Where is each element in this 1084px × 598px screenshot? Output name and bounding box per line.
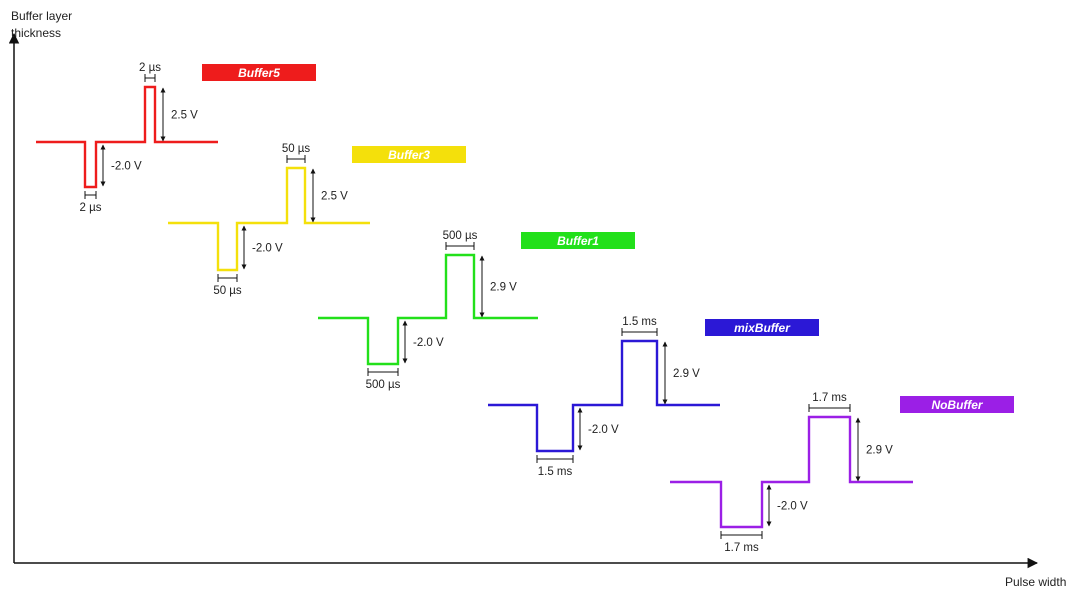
tag-label: Buffer1 [557,234,599,248]
pos-voltage-label: 2.9 V [673,368,700,380]
y-axis-label-line2: thickness [11,26,61,40]
tag-badge [202,64,316,81]
tag-badge [705,319,819,336]
neg-width-label: 50 µs [213,285,242,297]
neg-width-label: 1.5 ms [538,466,573,478]
pulse-nobuffer: 1.7 ms -2.0 V 1.7 ms 2.9 V NoBuffer [670,392,1014,554]
pos-width-label: 2 µs [139,62,161,74]
waveform [168,166,370,272]
waveform [36,85,218,189]
tag-badge [900,396,1014,413]
pos-voltage-label: 2.9 V [866,445,893,457]
tag-badge [352,146,466,163]
pos-width-label: 1.7 ms [812,392,847,404]
tag-label: mixBuffer [734,321,791,335]
pos-voltage-label: 2.9 V [490,282,517,294]
neg-voltage-label: -2.0 V [588,424,619,436]
pos-width-label: 1.5 ms [622,316,657,328]
neg-voltage-label: -2.0 V [777,501,808,513]
neg-width-label: 1.7 ms [724,542,759,554]
neg-width-label: 2 µs [80,202,102,214]
tag-label: Buffer5 [238,66,280,80]
neg-voltage-label: -2.0 V [413,337,444,349]
waveform [488,339,720,453]
pos-width-label: 50 µs [282,143,311,155]
tag-label: Buffer3 [388,148,430,162]
pulse-buffer1: 500 µs -2.0 V 500 µs 2.9 V Buffer1 [318,230,635,391]
tag-label: NoBuffer [931,398,983,412]
pos-voltage-label: 2.5 V [171,110,198,122]
neg-voltage-label: -2.0 V [111,161,142,173]
waveform [318,253,538,366]
pulse-buffer3: 50 µs -2.0 V 50 µs 2.5 V Buffer3 [168,143,466,297]
pulse-buffer5: 2 µs -2.0 V 2 µs 2.5 V Buffer5 [36,62,316,214]
neg-width-label: 500 µs [366,379,401,391]
y-axis-label-line1: Buffer layer [11,9,72,23]
waveform [670,415,913,529]
x-axis-label: Pulse width [1005,575,1066,589]
neg-voltage-label: -2.0 V [252,243,283,255]
pos-voltage-label: 2.5 V [321,191,348,203]
pos-width-label: 500 µs [443,230,478,242]
pulse-mixbuffer: 1.5 ms -2.0 V 1.5 ms 2.9 V mixBuffer [488,316,819,478]
tag-badge [521,232,635,249]
